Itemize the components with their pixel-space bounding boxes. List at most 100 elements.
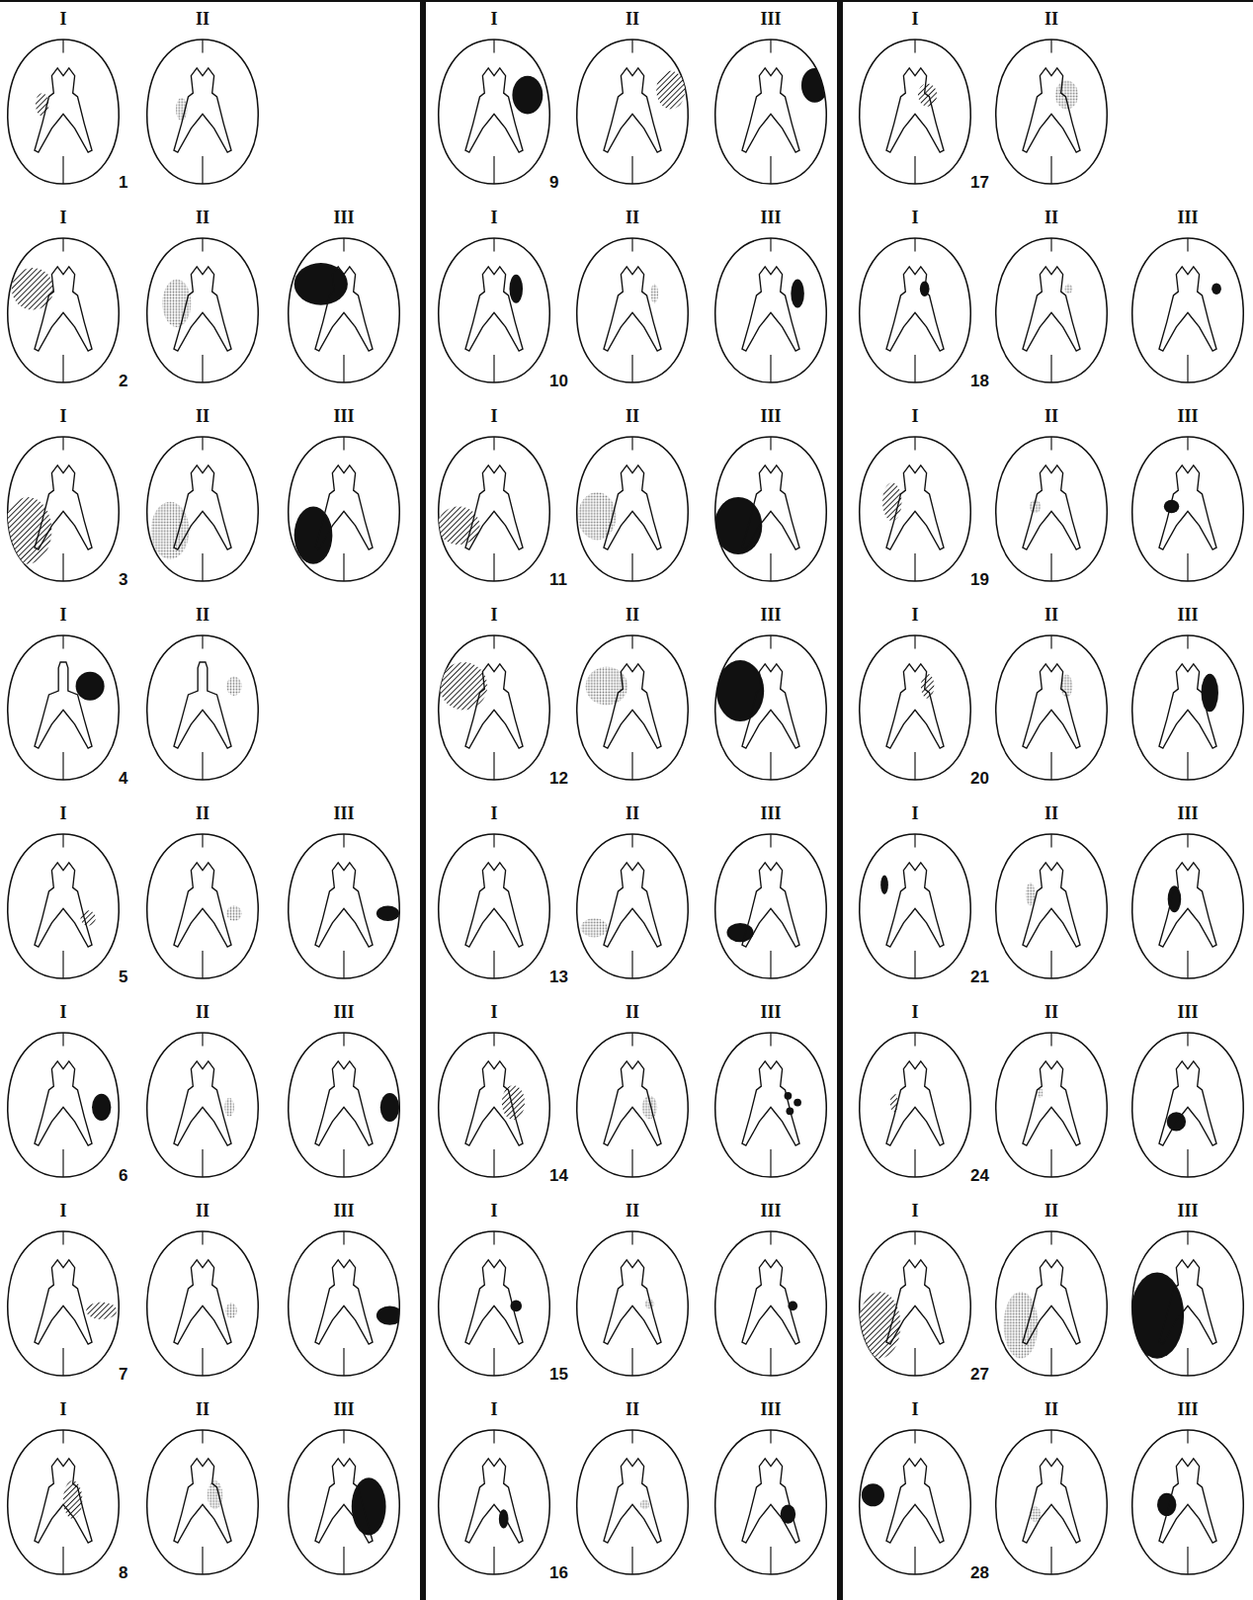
brain-slice (859, 1032, 972, 1177)
brain-slice (147, 436, 259, 582)
case-number: 17 (970, 173, 990, 191)
view-numeral: I (490, 208, 498, 227)
view-numeral: I (59, 407, 67, 425)
view-numeral: III (759, 605, 781, 624)
lesion (858, 1291, 902, 1359)
view-numeral: III (1176, 1201, 1198, 1220)
column-divider (836, 0, 843, 1600)
lesion (880, 875, 889, 895)
view-numeral: II (195, 1002, 210, 1021)
brain-slice (438, 238, 551, 383)
brain-slice (1130, 1231, 1244, 1376)
lesion (439, 662, 488, 710)
case-number: 4 (118, 769, 128, 787)
view-numeral: II (1044, 804, 1059, 823)
case-number: 28 (970, 1564, 990, 1582)
case-number: 19 (970, 571, 990, 588)
view-numeral: I (490, 1400, 498, 1419)
brain-slice (438, 834, 551, 979)
case-number: 27 (970, 1365, 990, 1383)
view-numeral: II (195, 605, 210, 624)
view-numeral: II (195, 9, 210, 28)
lesion (437, 506, 481, 546)
brain-slice (288, 834, 401, 979)
brain-slice (147, 39, 259, 184)
lesion (890, 1092, 899, 1112)
view-numeral: II (1044, 1002, 1059, 1021)
view-numeral: III (759, 1400, 781, 1419)
brain-slice (715, 1429, 828, 1575)
brain-slice (1132, 635, 1245, 780)
brain-slice (438, 1032, 551, 1177)
view-numeral: II (1044, 1201, 1059, 1220)
brain-slice (996, 635, 1108, 780)
lesion (226, 906, 242, 921)
brain-slice (7, 238, 120, 383)
view-numeral: II (195, 407, 210, 425)
case-number: 9 (549, 173, 559, 191)
view-numeral: III (759, 407, 781, 425)
lesion (63, 1480, 83, 1519)
brain-slice (147, 834, 259, 979)
case-number: 14 (549, 1167, 569, 1184)
lesion (656, 71, 685, 110)
lesion (508, 274, 523, 304)
case-number: 16 (549, 1564, 569, 1582)
case-number: 11 (549, 571, 568, 588)
brain-slice (714, 436, 827, 582)
brain-slice (577, 1231, 689, 1376)
lesion (380, 1092, 400, 1122)
view-numeral: II (625, 804, 640, 823)
brain-slice (996, 1032, 1108, 1177)
view-numeral: I (59, 1002, 67, 1021)
brain-slice (147, 238, 259, 383)
brain-slice (147, 635, 259, 780)
view-numeral: I (911, 1201, 919, 1220)
brain-slice (147, 1032, 259, 1177)
case-number: 18 (970, 372, 990, 390)
lesion (224, 1097, 235, 1117)
brain-slice (1132, 1429, 1245, 1575)
view-numeral: I (911, 605, 919, 624)
case-number: 12 (549, 769, 569, 787)
brain-slice (7, 39, 120, 184)
lesion (85, 1302, 117, 1320)
lesion (716, 660, 764, 722)
lesion (501, 1085, 525, 1120)
brain-slice (288, 1032, 401, 1177)
brain-slice (1132, 436, 1245, 582)
lesion (581, 918, 608, 937)
brain-slice (438, 1231, 551, 1376)
view-numeral: III (333, 208, 354, 227)
case-number: 8 (118, 1564, 128, 1582)
view-numeral: I (911, 407, 919, 425)
brain-slice (996, 1429, 1108, 1575)
view-numeral: I (911, 208, 919, 227)
view-numeral: I (490, 605, 498, 624)
view-numeral: III (1176, 1400, 1198, 1419)
case-number: 2 (118, 372, 128, 390)
view-numeral: II (625, 1201, 640, 1220)
brain-slice (715, 1032, 828, 1177)
view-numeral: III (333, 407, 354, 425)
brain-slice (996, 1231, 1108, 1376)
lesion (225, 1303, 238, 1319)
case-number: 20 (970, 769, 990, 787)
lesion (207, 1480, 223, 1509)
brain-slice (288, 436, 401, 582)
case-number: 1 (118, 173, 128, 191)
lesion (1211, 282, 1222, 295)
view-numeral: I (59, 1400, 67, 1419)
view-numeral: I (911, 9, 919, 28)
lesion (790, 279, 805, 309)
view-numeral: III (759, 1002, 781, 1021)
lesion (650, 283, 659, 303)
view-numeral: III (1176, 1002, 1198, 1021)
lesion (1055, 81, 1079, 110)
brain-slice (715, 238, 828, 383)
view-numeral: II (1044, 208, 1059, 227)
brain-slice (288, 238, 401, 383)
brain-slice (996, 436, 1108, 582)
brain-slice (438, 39, 551, 184)
lesion (376, 906, 400, 921)
